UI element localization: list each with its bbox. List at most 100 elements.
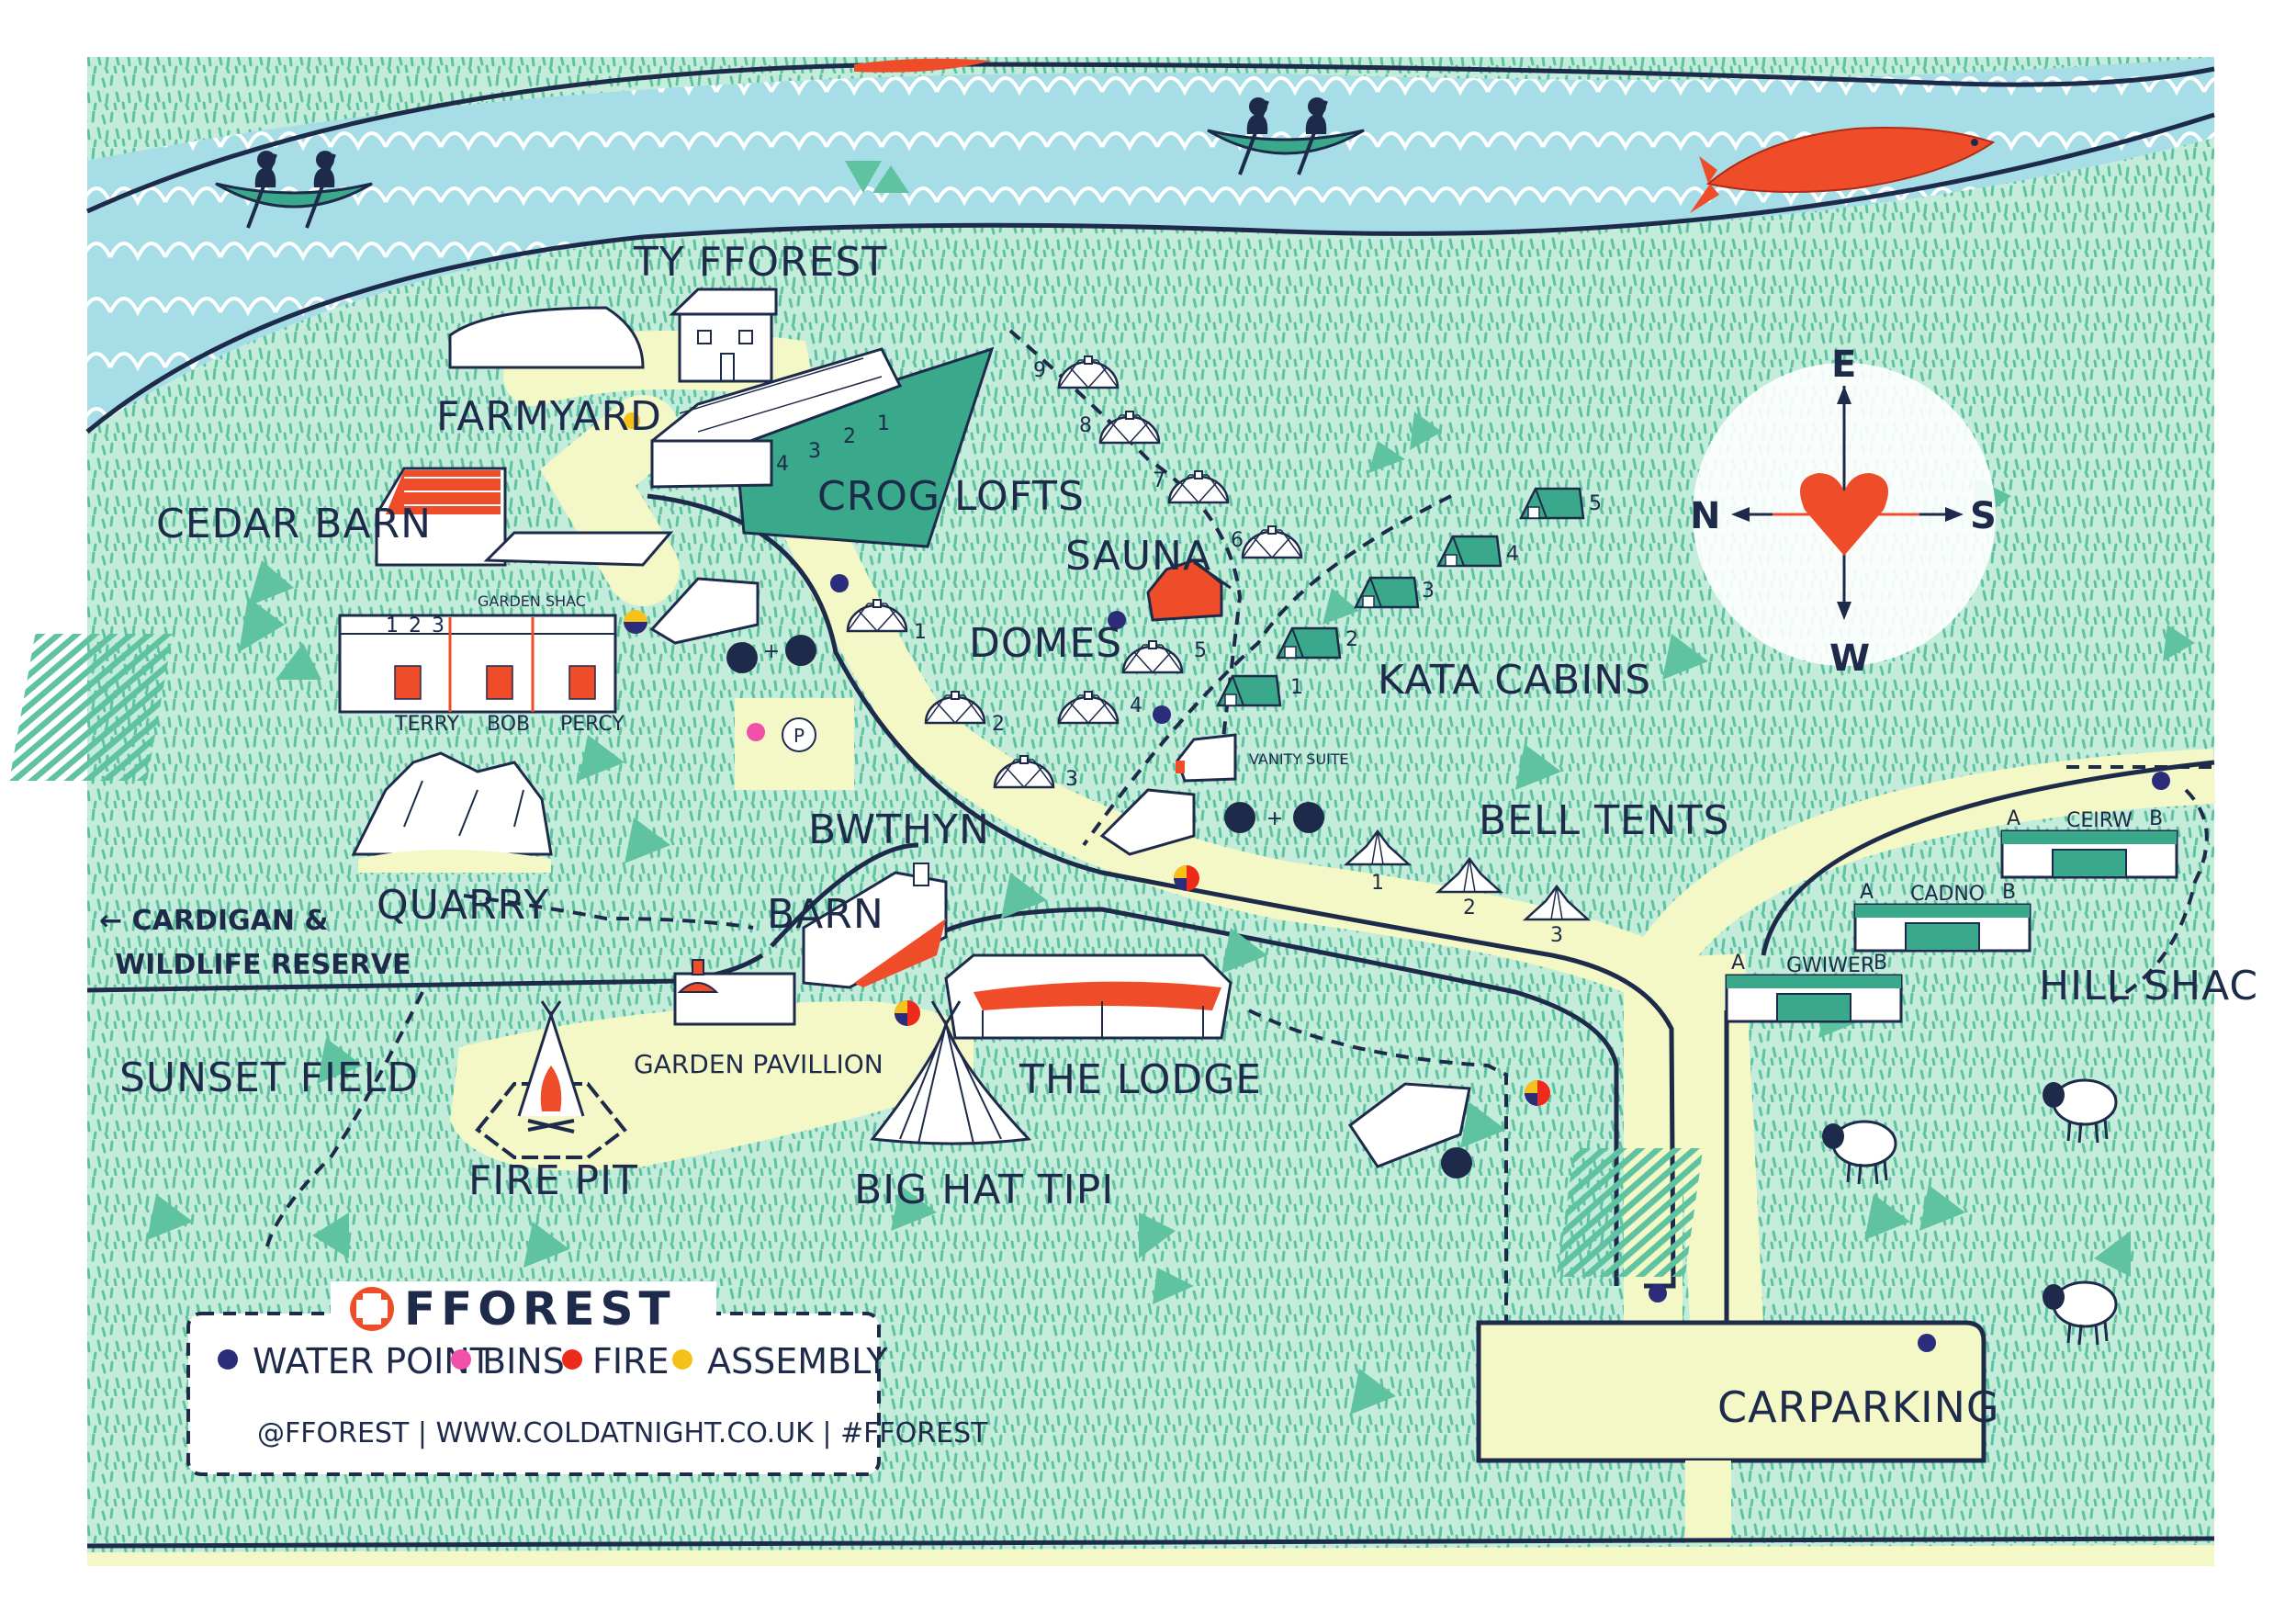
svg-text:3: 3 (1550, 924, 1563, 947)
compass-south: S (1970, 495, 1997, 537)
svg-text:A: A (2007, 807, 2020, 830)
label-vanity-suite: VANITY SUITE (1249, 750, 1349, 768)
vanity-suite-icon (1176, 733, 1237, 783)
compass-rose (1693, 363, 1996, 666)
svg-text:1: 1 (914, 621, 927, 644)
legend-brand: FFOREST (404, 1282, 676, 1336)
svg-text:B: B (1874, 952, 1887, 975)
label-ty-fforest: TY FFOREST (633, 239, 887, 286)
svg-text:P: P (793, 725, 805, 747)
label-terry: TERRY (394, 713, 460, 736)
svg-text:3: 3 (1422, 580, 1435, 603)
gwiwer-cabin-icon (1725, 974, 1903, 1023)
svg-text:1: 1 (1371, 872, 1384, 895)
compass-east: E (1831, 344, 1856, 386)
label-ceirw: CEIRW (2066, 809, 2133, 832)
svg-text:+: + (1266, 807, 1283, 830)
svg-text:2: 2 (843, 425, 856, 448)
compass-letters: N S E W (1690, 344, 1997, 680)
the-lodge-icon (944, 953, 1232, 1040)
parking-sign-icon: P (782, 717, 816, 752)
facility-markers: + + P (624, 412, 2170, 1352)
svg-text:1: 1 (386, 615, 399, 637)
label-carparking: CARPARKING (1717, 1382, 2000, 1432)
salmon-icon (1690, 127, 1996, 213)
cedar-barn-icon (375, 467, 674, 567)
svg-text:A: A (1860, 881, 1874, 904)
legend-assembly: ASSEMBLY (707, 1341, 888, 1382)
label-garden-pavillion: GARDEN PAVILLION (634, 1049, 884, 1079)
svg-text:9: 9 (1033, 359, 1046, 382)
fire-assembly-marker-icon (624, 610, 647, 634)
water-point-icon (2152, 772, 2170, 790)
label-fire-pit: FIRE PIT (468, 1157, 638, 1204)
river (85, 57, 2215, 434)
bins-icon (747, 723, 765, 741)
shed-icon (649, 577, 760, 645)
legend-water-point-icon (218, 1349, 238, 1370)
shower-toilet-icon: + (1224, 802, 1324, 833)
svg-text:A: A (1731, 952, 1745, 975)
label-cardigan: ← CARDIGAN & (99, 905, 329, 937)
shower-icon (1441, 1147, 1472, 1179)
svg-text:4: 4 (1130, 694, 1142, 717)
water-point-icon (1108, 611, 1126, 629)
garden-pavillion-icon (673, 959, 796, 1026)
label-cedar-barn: CEDAR BARN (156, 501, 432, 547)
svg-text:+: + (763, 640, 780, 663)
svg-text:2: 2 (992, 713, 1005, 736)
sauna-icon (1146, 558, 1232, 622)
svg-text:5: 5 (1194, 639, 1207, 662)
svg-text:3: 3 (432, 615, 445, 637)
crog-lofts-icon (650, 346, 995, 548)
road-edges (86, 493, 2215, 1549)
cadno-cabin-icon (1853, 903, 2032, 953)
water-point-icon (830, 574, 849, 592)
label-percy: PERCY (560, 713, 625, 736)
compass-west: W (1829, 637, 1870, 680)
ty-fforest-house-icon (669, 288, 778, 383)
quarry-rocks-icon (351, 751, 553, 873)
shower-toilet-icon: + (726, 635, 816, 673)
svg-text:8: 8 (1079, 414, 1092, 437)
water-point-icon (1649, 1284, 1667, 1303)
legend-assembly-icon (672, 1349, 692, 1370)
label-the-lodge: THE LODGE (1019, 1056, 1262, 1103)
svg-text:2: 2 (1463, 897, 1476, 919)
shed-icon (1347, 1082, 1471, 1168)
svg-text:4: 4 (776, 453, 789, 476)
garden-shac-icon (338, 614, 617, 714)
water-point-icon (1918, 1334, 1936, 1352)
label-bwthyn: BWTHYN (808, 806, 990, 853)
label-cadno: CADNO (1910, 883, 1985, 906)
label-crog-lofts: CROG LOFTS (817, 473, 1085, 520)
legend-fire-icon (562, 1349, 582, 1370)
label-hill-shac: HILL SHAC (2039, 963, 2258, 1009)
compass-north: N (1690, 495, 1720, 537)
legend-footer: @FFOREST | WWW.COLDATNIGHT.CO.UK | #FFOR… (257, 1417, 988, 1449)
legend-bins-icon (451, 1349, 471, 1370)
shed-icon (1099, 788, 1196, 856)
label-big-hat-tipi: BIG HAT TIPI (854, 1167, 1114, 1213)
label-kata-cabins: KATA CABINS (1378, 657, 1651, 704)
stripe-field (1556, 1148, 1704, 1277)
label-barn: BARN (767, 891, 884, 938)
polytunnel-icon (448, 306, 645, 369)
water-point-icon (1153, 705, 1171, 724)
unit-numbers: 4 3 2 1 1 2 3 9 8 7 6 5 4 3 2 1 5 4 3 2 … (386, 359, 2163, 975)
svg-text:6: 6 (1231, 529, 1244, 552)
label-quarry: QUARRY (377, 882, 549, 929)
svg-text:1: 1 (1290, 676, 1303, 699)
label-sunset-field: SUNSET FIELD (119, 1054, 419, 1101)
label-domes: DOMES (969, 620, 1122, 667)
multi-facility-marker-icon (1174, 865, 1199, 891)
svg-text:1: 1 (877, 412, 890, 435)
salmon-icon (854, 58, 992, 73)
multi-facility-marker-icon (895, 1000, 920, 1026)
stripe-field (9, 634, 174, 781)
legend-fire: FIRE (592, 1341, 669, 1382)
svg-text:B: B (2002, 881, 2016, 904)
svg-text:2: 2 (1345, 628, 1358, 651)
label-bob: BOB (487, 713, 530, 736)
